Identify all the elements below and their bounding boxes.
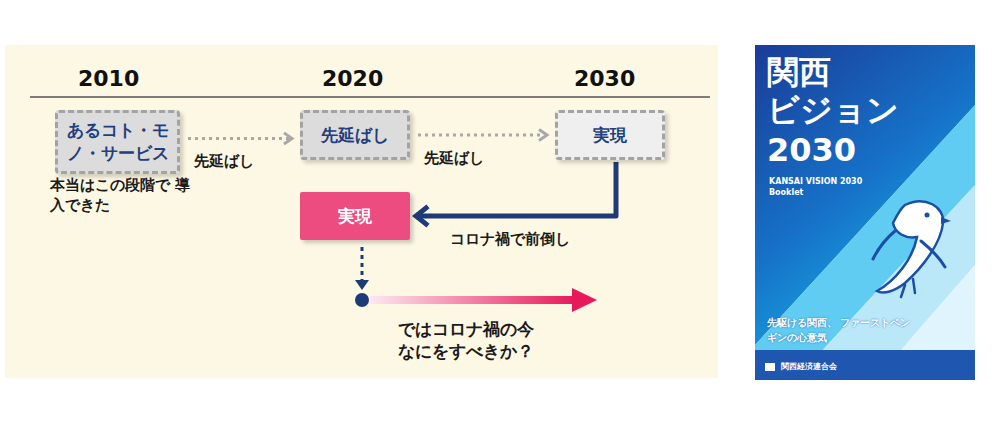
cover-text: ビジョン	[767, 91, 899, 129]
penguin-body	[877, 201, 943, 292]
future-bar	[370, 296, 575, 304]
cover-bottom	[755, 350, 975, 380]
arrow-head	[416, 206, 428, 225]
realize-box: 実現	[555, 110, 665, 160]
drop-head	[355, 280, 369, 290]
box-text: あるコト・モノ・サービス	[66, 119, 169, 165]
note-label: 本当はこの段階で 導入できた	[50, 176, 200, 215]
item-box: あるコト・モノ・サービス	[55, 110, 180, 174]
booklet-cover: 関西ビジョン2030KANSAI VISION 2030Booklet 先駆ける関…	[755, 45, 975, 380]
question-label: ではコロナ禍の今 なにをすべきか？	[398, 318, 548, 362]
cover-text: 関西	[767, 53, 831, 91]
cover-text: 関西経済連合会	[781, 362, 837, 372]
connector	[416, 162, 616, 226]
postpone-box: 先延ばし	[300, 110, 410, 160]
logo-mark	[765, 363, 775, 371]
advance-arrow	[420, 162, 616, 216]
penguin-beak	[941, 217, 951, 224]
edge-label: 先延ばし	[424, 149, 484, 169]
cover-text: KANSAI VISION 2030	[769, 177, 862, 187]
year-label: 2010	[78, 66, 139, 91]
arrow-head	[539, 129, 547, 140]
cover-text: 先駆ける関西、 ファーストペンギンの心意気	[767, 315, 917, 345]
box-text: 先延ばし	[321, 124, 389, 147]
penguin-feet	[901, 279, 915, 297]
cover-text: 2030	[767, 131, 856, 169]
box-text: 実現	[338, 205, 372, 228]
advanced-box: 実現	[300, 192, 410, 240]
edge-label: 先延ばし	[194, 152, 254, 172]
now-dot	[355, 293, 369, 307]
penguin-wing	[921, 241, 945, 267]
year-label: 2020	[322, 66, 383, 91]
cover-band	[755, 105, 975, 380]
timeline-rule	[30, 96, 710, 98]
box-text: 実現	[593, 124, 627, 147]
dotted-arrow	[188, 137, 289, 140]
penguin-wing	[873, 231, 895, 259]
year-label: 2030	[574, 66, 635, 91]
edge-label: コロナ禍で前倒し	[450, 230, 570, 250]
arrow-head	[284, 133, 292, 144]
penguin-eye	[925, 213, 930, 218]
connector	[418, 129, 547, 140]
dotted-drop	[361, 247, 364, 282]
cover-text: Booklet	[769, 188, 803, 198]
panel-ground	[5, 45, 718, 378]
connector	[188, 133, 292, 144]
dotted-arrow	[418, 134, 544, 137]
cover-paper	[755, 45, 975, 380]
future-head	[572, 288, 597, 312]
